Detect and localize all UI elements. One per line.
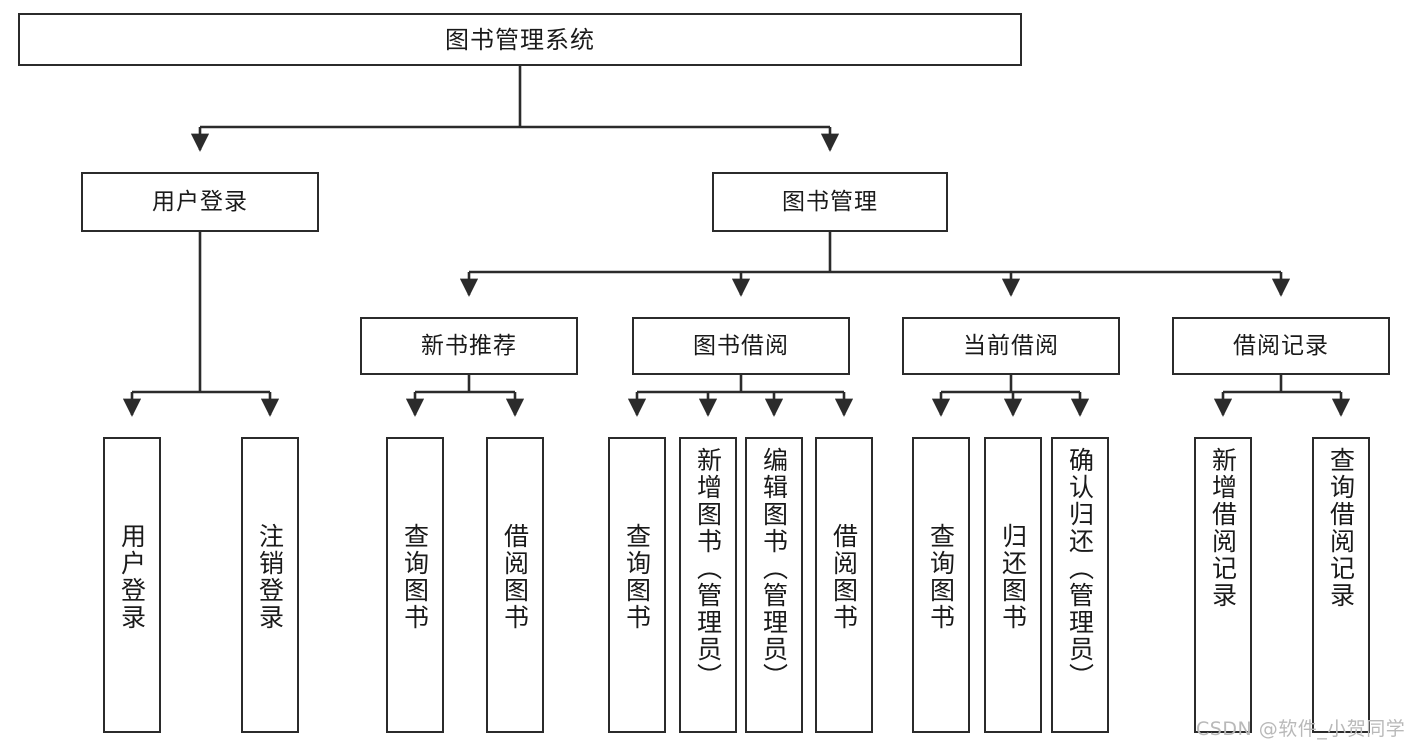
node-leaf-queryrec[interactable]: 查询借阅记录 (1312, 437, 1370, 733)
node-label: 用户登录 (152, 188, 248, 215)
node-leaf-confirm[interactable]: 确认归还（管理员） (1051, 437, 1109, 733)
node-leaf-return[interactable]: 归还图书 (984, 437, 1042, 733)
node-leaf-add[interactable]: 新增图书（管理员） (679, 437, 737, 733)
node-label: 查询图书 (622, 523, 652, 631)
node-login[interactable]: 用户登录 (81, 172, 319, 232)
node-label: 新增借阅记录 (1208, 447, 1238, 609)
node-label: 注销登录 (255, 523, 285, 631)
node-root[interactable]: 图书管理系统 (18, 13, 1022, 66)
node-current[interactable]: 当前借阅 (902, 317, 1120, 375)
node-leaf-login[interactable]: 用户登录 (103, 437, 161, 733)
node-label: 图书借阅 (693, 332, 789, 359)
node-leaf-query3[interactable]: 查询图书 (912, 437, 970, 733)
node-label: 新增图书（管理员） (693, 447, 723, 690)
node-leaf-borrow1[interactable]: 借阅图书 (486, 437, 544, 733)
node-record[interactable]: 借阅记录 (1172, 317, 1390, 375)
node-label: 借阅记录 (1233, 332, 1329, 359)
node-leaf-logout[interactable]: 注销登录 (241, 437, 299, 733)
node-label: 当前借阅 (963, 332, 1059, 359)
node-label: 查询图书 (400, 523, 430, 631)
watermark-text: CSDN @软件_小贺同学 (1196, 718, 1405, 740)
node-label: 归还图书 (998, 523, 1028, 631)
node-borrow[interactable]: 图书借阅 (632, 317, 850, 375)
node-label: 用户登录 (117, 523, 147, 631)
node-leaf-edit[interactable]: 编辑图书（管理员） (745, 437, 803, 733)
node-label: 确认归还（管理员） (1065, 447, 1095, 690)
node-newbook[interactable]: 新书推荐 (360, 317, 578, 375)
node-leaf-query1[interactable]: 查询图书 (386, 437, 444, 733)
node-label: 借阅图书 (829, 523, 859, 631)
node-leaf-addrec[interactable]: 新增借阅记录 (1194, 437, 1252, 733)
node-label: 新书推荐 (421, 332, 517, 359)
node-label: 查询借阅记录 (1326, 447, 1356, 609)
node-label: 借阅图书 (500, 523, 530, 631)
node-label: 图书管理 (782, 188, 878, 215)
node-label: 图书管理系统 (445, 25, 595, 54)
node-label: 编辑图书（管理员） (759, 447, 789, 690)
node-label: 查询图书 (926, 523, 956, 631)
node-leaf-borrow2[interactable]: 借阅图书 (815, 437, 873, 733)
node-leaf-query2[interactable]: 查询图书 (608, 437, 666, 733)
node-bookmgmt[interactable]: 图书管理 (712, 172, 948, 232)
